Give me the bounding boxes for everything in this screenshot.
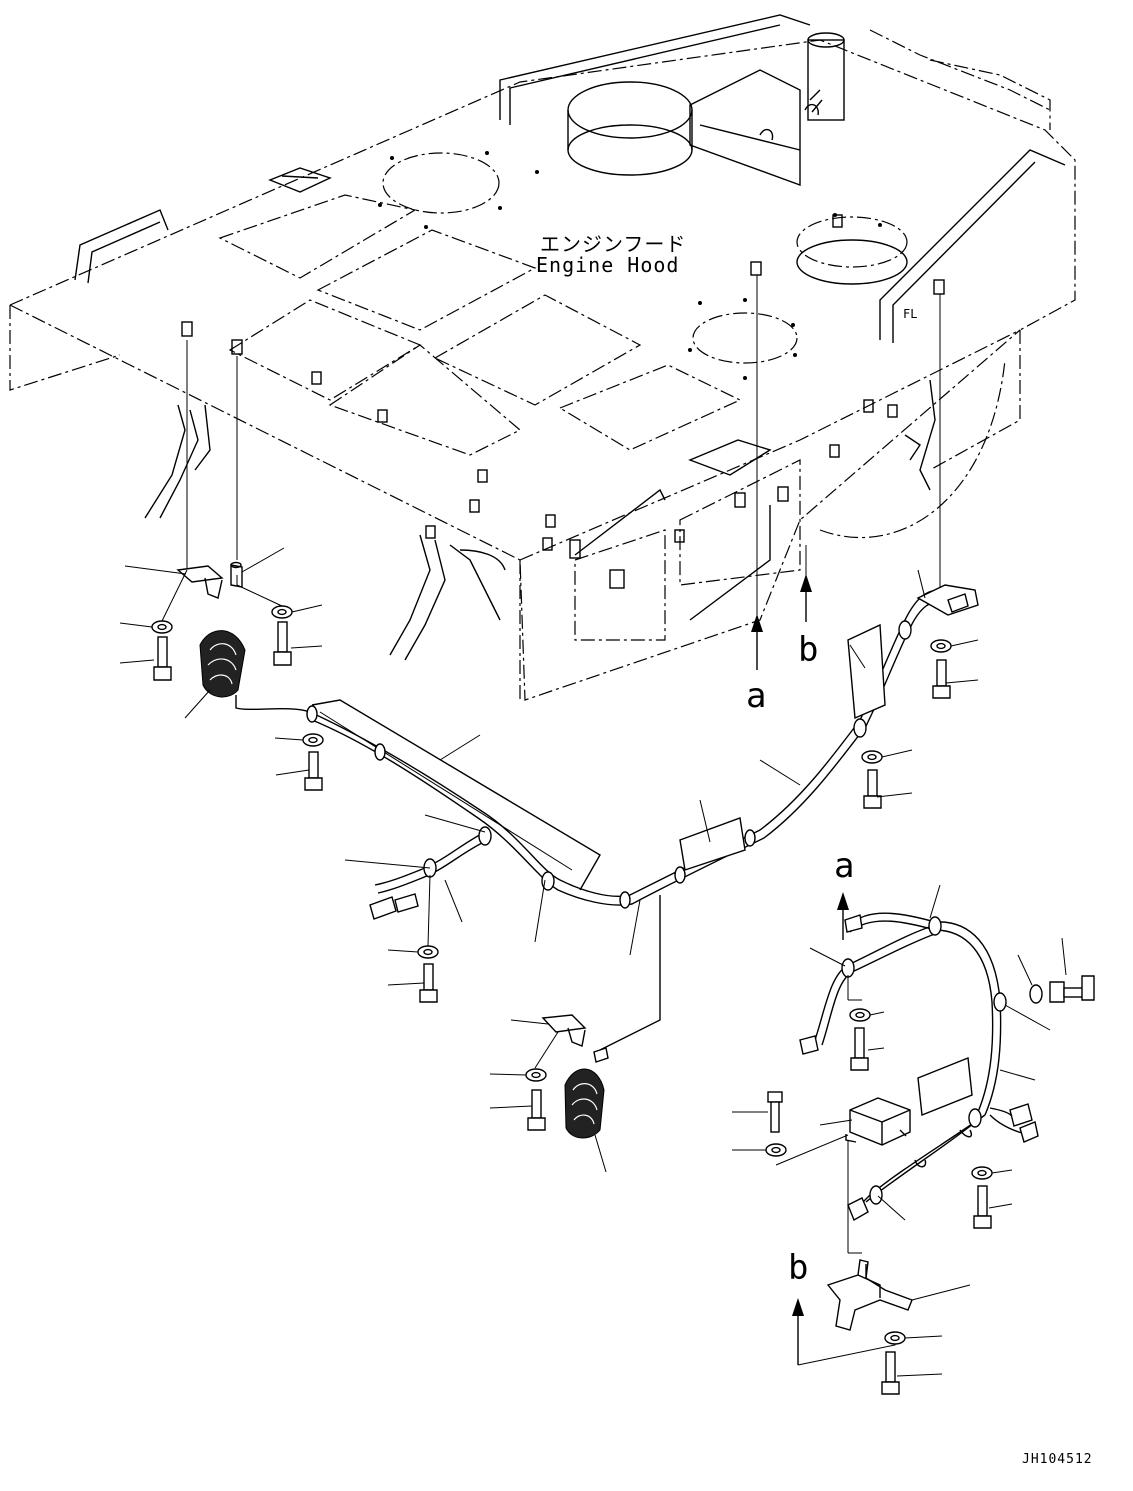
horn-icon — [564, 1068, 607, 1173]
main-harness — [235, 589, 946, 1051]
hood-panels — [218, 194, 742, 456]
connector-icon — [369, 584, 979, 1063]
hood-fasteners — [181, 214, 945, 589]
ref-label-a-top: a — [746, 676, 767, 716]
arrow-up-icon — [751, 574, 849, 1365]
washer-icon — [119, 569, 323, 634]
horn-terminal-left — [230, 547, 285, 588]
hood-openings — [382, 32, 908, 364]
hood-label-japanese: エンジンフード — [540, 232, 687, 256]
sub-harness — [799, 884, 1095, 1222]
ref-label-b-bottom: b — [788, 1248, 809, 1288]
ref-label-a-bottom: a — [834, 846, 855, 886]
fl-marker: FL — [903, 307, 918, 321]
leader-lines — [186, 275, 941, 615]
horn-icon — [184, 630, 246, 719]
harness-hardware — [274, 569, 979, 1003]
bracket-icon — [797, 1259, 971, 1395]
drawing-number: JH104512 — [1022, 1452, 1093, 1467]
hood-label-english: Engine Hood — [536, 253, 680, 277]
access-door — [689, 69, 819, 186]
horn-bracket-right — [489, 1014, 587, 1131]
relay-hardware — [732, 1091, 1013, 1229]
bolt-icon — [119, 621, 323, 681]
horn-bracket-left — [124, 565, 224, 599]
ref-label-b-top: b — [798, 630, 819, 670]
hood-brackets — [144, 379, 936, 661]
hood-latches — [268, 167, 772, 476]
hood-holes — [378, 151, 882, 380]
relay-icon — [775, 1097, 911, 1254]
engine-hood-outline — [9, 29, 1076, 701]
handrails — [74, 14, 1066, 621]
